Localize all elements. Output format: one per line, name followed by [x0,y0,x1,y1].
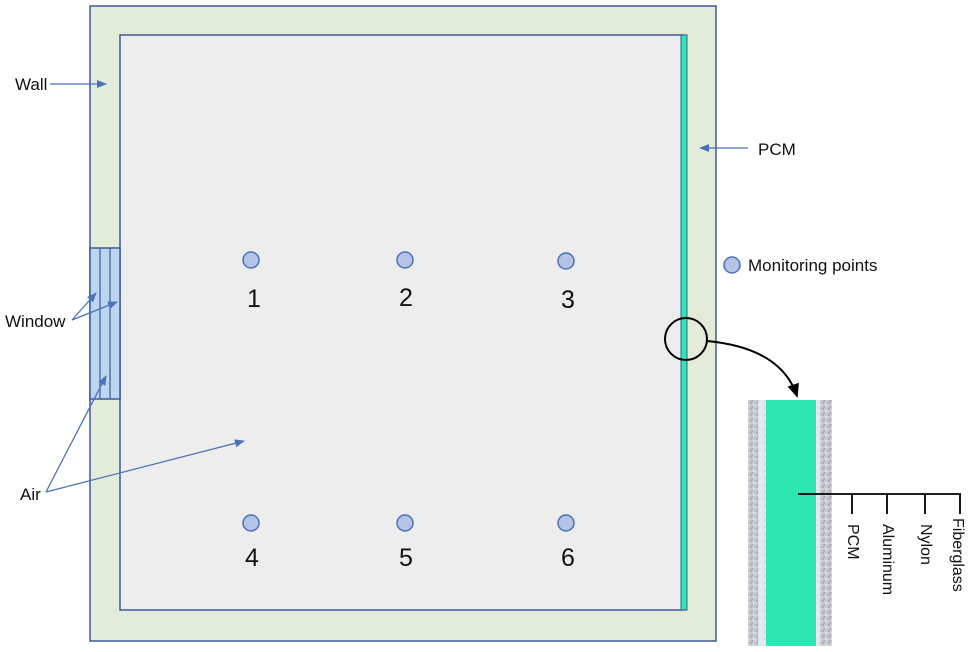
layer-cross-section [748,400,832,646]
air-label: Air [20,485,41,504]
point-label-4: 4 [245,544,259,572]
layer-label-pcm: PCM [844,524,861,560]
air-arrow-1 [45,375,107,493]
window-label: Window [5,312,66,331]
nylon-layer-left [758,400,766,646]
air-arrow-2 [45,439,245,493]
layer-leader-lines [798,493,961,514]
layer-label-aluminum: Aluminum [879,524,896,595]
point-label-2: 2 [399,284,413,312]
monitoring-point-2 [396,251,414,269]
point-label-5: 5 [399,544,413,572]
pcm-layer [766,400,816,646]
window-arrow-1 [71,292,97,321]
monitoring-point-5 [396,514,414,532]
pcm-label: PCM [758,140,796,159]
window-arrow-2 [71,301,118,321]
zoom-circle [664,317,708,361]
zoom-arrow [706,340,799,398]
pcm-strip [680,34,688,611]
legend-point-icon [723,256,741,274]
layer-label-fiberglass: Fiberglass [949,518,966,592]
monitoring-point-4 [242,514,260,532]
point-label-3: 3 [561,286,575,314]
monitoring-legend-label: Monitoring points [748,256,877,275]
nylon-layer-right [816,400,820,646]
monitoring-point-3 [557,252,575,270]
point-label-6: 6 [561,544,575,572]
layer-label-nylon: Nylon [917,524,934,565]
monitoring-point-6 [557,514,575,532]
room-interior [119,34,685,611]
fiberglass-layer-left [748,400,758,646]
window [89,247,121,400]
monitoring-point-1 [242,251,260,269]
fiberglass-layer-right [820,400,832,646]
wall-label: Wall [15,75,47,94]
point-label-1: 1 [247,285,261,313]
monitoring-points: 1 2 3 4 5 6 [242,251,575,572]
